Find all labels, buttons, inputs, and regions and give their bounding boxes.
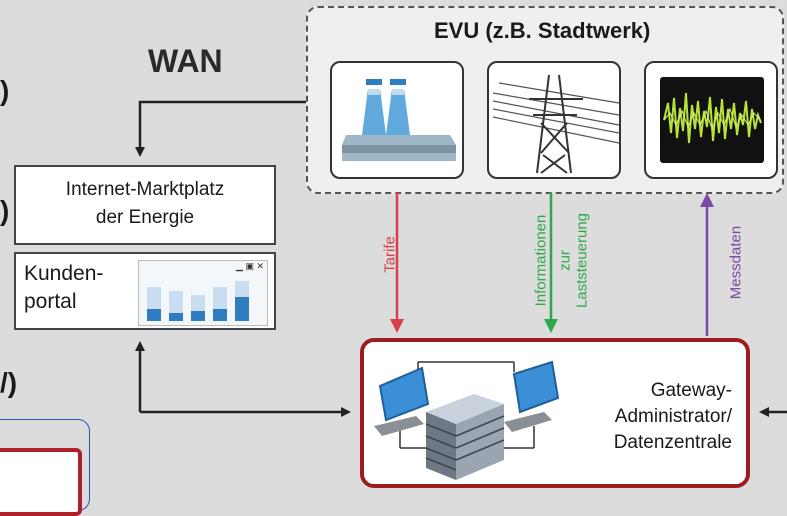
gateway-line2: Administrator/ — [614, 406, 732, 427]
waveform-box — [644, 61, 778, 179]
tarife-label: Tarife — [381, 236, 399, 273]
left-fragment-1: ) — [0, 75, 10, 106]
wan-label: WAN — [148, 43, 223, 79]
info-label-1: Informationen — [532, 214, 550, 307]
left-fragment-3: /) — [0, 367, 18, 398]
power-pylon-icon — [492, 74, 620, 174]
portal-chart-window: ▁ ▣ ✕ — [138, 260, 268, 326]
wan-arrow — [135, 100, 306, 157]
computer-icon — [374, 366, 430, 436]
left-fragment-2: ) — [0, 195, 10, 226]
portal-bar-chart — [147, 281, 249, 321]
window-controls: ▁ ▣ ✕ — [236, 261, 264, 271]
waveform-icon — [663, 92, 762, 144]
marketplace-line1: Internet-Marktplatz — [65, 179, 225, 200]
power-plant-icon — [342, 79, 456, 161]
server-icon — [425, 394, 505, 480]
computer-icon — [504, 360, 560, 432]
power-pylon-box — [487, 61, 621, 179]
marketplace-box: Internet-Marktplatz der Energie — [14, 165, 276, 245]
gateway-box: Gateway- Administrator/ Datenzentrale — [360, 338, 750, 488]
gateway-line3: Datenzentrale — [613, 432, 732, 453]
power-plant-box — [330, 61, 464, 179]
connector-arrows — [135, 100, 787, 417]
messdaten-label: Messdaten — [727, 225, 745, 300]
marketplace-line2: der Energie — [95, 207, 195, 228]
portal-line2: portal — [24, 290, 77, 313]
info-label-2: zur — [556, 250, 574, 271]
info-label-3: Laststeuerung — [573, 212, 591, 309]
gateway-line1: Gateway- — [650, 380, 732, 401]
evu-title: EVU (z.B. Stadtwerk) — [434, 18, 651, 43]
customer-portal-box: Kunden- portal ▁ ▣ ✕ — [14, 252, 276, 330]
gateway-network-graphic — [374, 360, 560, 480]
portal-line1: Kunden- — [24, 262, 104, 285]
